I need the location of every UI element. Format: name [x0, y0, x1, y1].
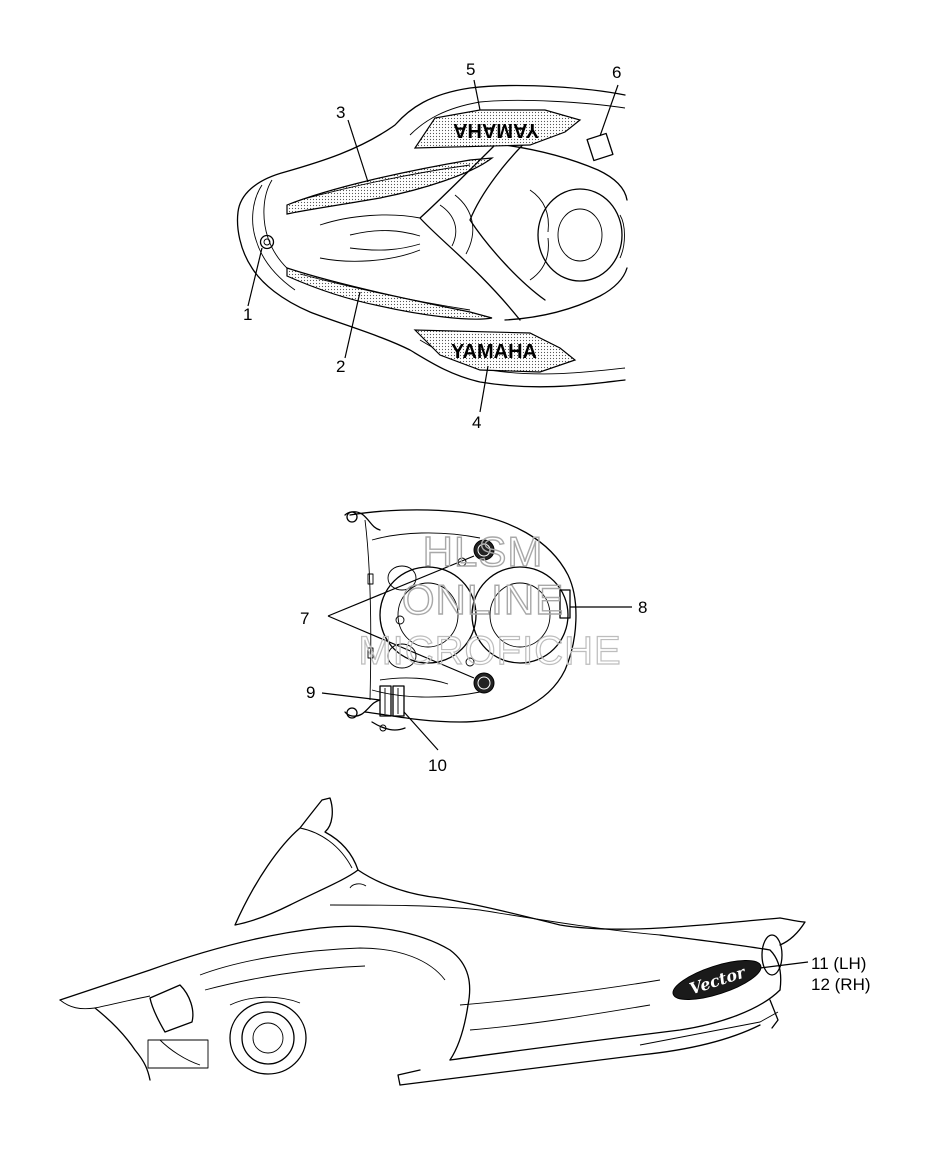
yamaha-decal-lower: [413, 329, 577, 373]
callout-10: 10: [428, 756, 447, 775]
emblem-upper: [473, 539, 495, 561]
callout-8: 8: [638, 598, 647, 617]
opening-right: [471, 566, 569, 664]
top-view-hood: YAMAHA YAMAHA 1 2 3 4 5 6: [236, 60, 628, 432]
caution-label-left: [379, 685, 392, 717]
yamaha-text-upper: YAMAHA: [453, 119, 539, 141]
windshield: [234, 797, 359, 926]
callout-5: 5: [466, 60, 475, 79]
hood-outer-outline: [236, 84, 626, 388]
hood-side: [59, 925, 471, 1061]
watermark-line-3: MICROFICHE: [358, 629, 621, 673]
callout-1: 1: [243, 305, 252, 324]
yamaha-text-lower: YAMAHA: [451, 341, 537, 363]
callout-7: 7: [300, 609, 309, 628]
steering-hub: [537, 188, 623, 282]
upper-stripe-decal: [286, 157, 494, 215]
side-label-decal: [559, 589, 571, 619]
callout-6: 6: [612, 63, 621, 82]
callout-4: 4: [472, 413, 481, 432]
callout-3: 3: [336, 103, 345, 122]
small-tag-decal: [586, 132, 614, 162]
caution-label-right: [392, 685, 405, 717]
side-view-sled: Vector 11 (LH) 12 (RH): [59, 797, 871, 1086]
tail-light: [761, 934, 783, 976]
opening-left: [379, 566, 477, 664]
watermark-line-1: HLSM: [423, 528, 544, 575]
hood-underside-view: 7 8 9 10 HLSM ONLINE MICROFICHE: [300, 509, 647, 775]
bow-badge: [259, 234, 275, 250]
callout-11: 11 (LH): [811, 954, 866, 973]
callout-9: 9: [306, 683, 315, 702]
vector-logo-decal: Vector: [672, 960, 762, 1000]
side-port: [229, 1001, 307, 1075]
emblem-lower: [473, 672, 495, 694]
watermark-line-2: ONLINE: [402, 576, 564, 623]
lower-stripe-decal: [286, 267, 493, 320]
callout-2: 2: [336, 357, 345, 376]
hood-underside-outline: [349, 509, 577, 723]
callout-12: 12 (RH): [811, 975, 871, 994]
yamaha-decal-upper: [413, 109, 582, 149]
